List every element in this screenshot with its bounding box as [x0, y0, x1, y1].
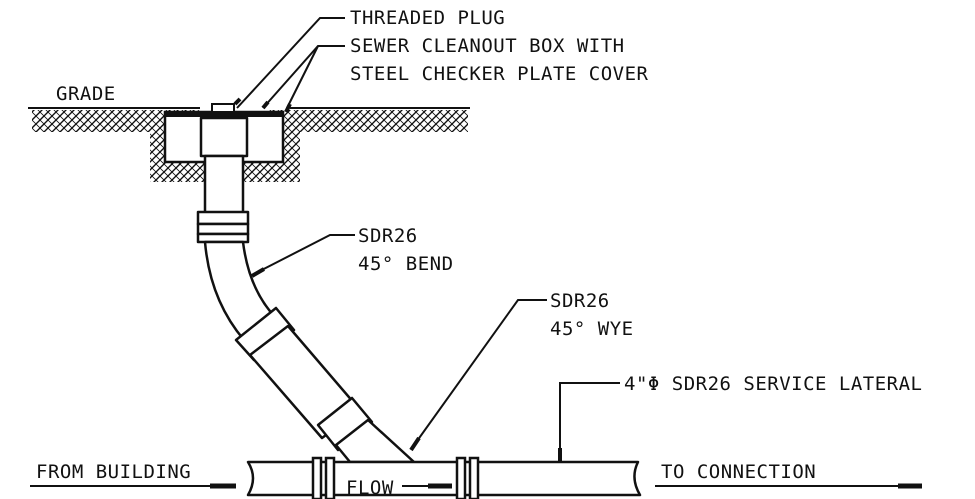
label-grade: GRADE — [56, 83, 116, 105]
label-cleanout-box-line1: SEWER CLEANOUT BOX WITH — [350, 35, 625, 57]
label-wye-line1: SDR26 — [550, 290, 610, 312]
label-to-connection: TO CONNECTION — [661, 461, 816, 483]
label-threaded-plug: THREADED PLUG — [350, 7, 505, 29]
riser-pipe — [196, 116, 250, 244]
label-bend-line2: 45° BEND — [358, 253, 454, 275]
label-bend-line1: SDR26 — [358, 225, 418, 247]
label-flow: FLOW — [346, 477, 394, 499]
label-service-lateral: 4"Φ SDR26 SERVICE LATERAL — [624, 373, 922, 395]
label-cleanout-box-line2: STEEL CHECKER PLATE COVER — [350, 63, 649, 85]
diagonal-pipe — [248, 324, 416, 464]
main-pipe — [246, 456, 642, 499]
label-wye-line2: 45° WYE — [550, 318, 634, 340]
bend-45 — [203, 240, 296, 362]
leader-lines — [233, 17, 620, 462]
threaded-plug-shape — [211, 103, 235, 113]
label-from-building: FROM BUILDING — [36, 461, 191, 483]
